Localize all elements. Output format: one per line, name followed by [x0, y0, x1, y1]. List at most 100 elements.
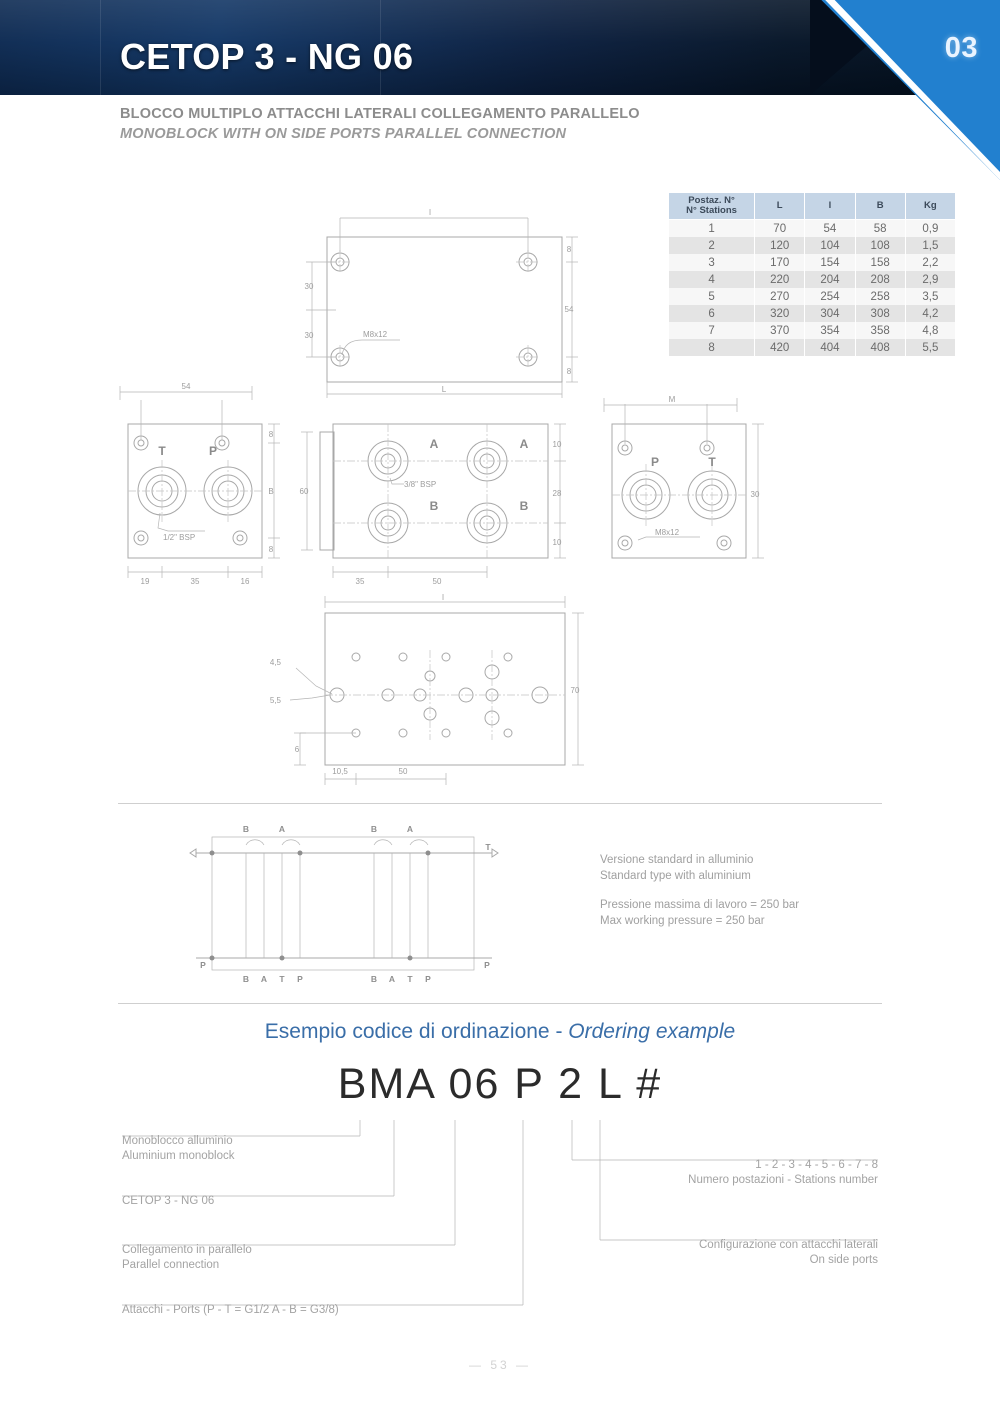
dim-bottom-l: l [442, 593, 444, 602]
schematic-label-B2: B [371, 824, 377, 834]
port-label-B1: B [430, 499, 439, 513]
dim-bottom-50: 50 [399, 767, 408, 776]
cell-stations: 4 [667, 271, 756, 288]
callout-side-ports: Configurazione con attacchi laterali On … [458, 1238, 878, 1268]
cell-B: 358 [854, 322, 906, 339]
cell-stations: 1 [667, 219, 756, 237]
note-front-bsp: 3/8" BSP [404, 480, 436, 489]
dim-bottom-10-5: 10,5 [332, 767, 348, 776]
port-label-T2: T [708, 455, 716, 469]
callout-parallel-it: Collegamento in parallelo [122, 1244, 252, 1256]
cell-Kg: 4,2 [904, 305, 957, 322]
schematic-label-P2: P [425, 974, 431, 984]
dim-top-30a: 30 [305, 282, 314, 291]
footer-page-number: 53 [490, 1358, 510, 1372]
cell-L: 120 [754, 237, 806, 254]
dim-bottom-4-5: 4,5 [270, 658, 282, 667]
col-header-L: L [754, 192, 806, 220]
callout-parallel-en: Parallel connection [122, 1259, 220, 1271]
callout-monoblock-en: Aluminium monoblock [122, 1150, 235, 1162]
drawing-top-view: l L 30 30 8 54 8 M [305, 208, 578, 398]
note-pressure-it: Pressione massima di lavoro = 250 bar [600, 899, 800, 911]
specification-notes: Versione standard in alluminio Standard … [600, 852, 930, 942]
dim-front-10a: 10 [553, 440, 562, 449]
ordering-title: Esempio codice di ordinazione - Ordering… [0, 1020, 1000, 1044]
dim-front-28: 28 [553, 489, 562, 498]
dim-front-60: 60 [300, 487, 309, 496]
port-label-P: P [209, 444, 217, 458]
dim-top-8b: 8 [567, 367, 572, 376]
dim-left-54: 54 [182, 382, 191, 391]
note-left-bsp: 1/2" BSP [163, 533, 195, 542]
cell-stations: 7 [667, 322, 756, 339]
drawing-hydraulic-schematic: B A B A B A T P B A T P P P T [189, 824, 499, 984]
schematic-label-T1: T [279, 974, 285, 984]
port-label-A1: A [430, 437, 439, 451]
dim-front-10b: 10 [553, 538, 562, 547]
dim-top-8a: 8 [567, 245, 572, 254]
cell-B: 208 [854, 271, 906, 288]
dim-right-M: M [669, 395, 676, 404]
cell-l: 204 [804, 271, 856, 288]
port-label-A2: A [520, 437, 529, 451]
note-pressure-en: Max working pressure = 250 bar [600, 915, 765, 927]
cell-B: 408 [854, 339, 906, 356]
cell-L: 220 [754, 271, 806, 288]
ordering-title-en: Ordering example [568, 1020, 736, 1043]
cell-Kg: 0,9 [904, 219, 957, 237]
cell-l: 354 [804, 322, 856, 339]
callout-monoblock-it: Monoblocco alluminio [122, 1135, 233, 1147]
schematic-label-P-left: P [200, 960, 206, 970]
technical-drawings: l L 30 30 8 54 8 M [119, 208, 764, 984]
dim-left-8b: 8 [269, 545, 274, 554]
cell-L: 420 [754, 339, 806, 356]
cell-B: 158 [854, 254, 906, 271]
ordering-leader-lines [122, 1120, 878, 1306]
callout-stations: 1 - 2 - 3 - 4 - 5 - 6 - 7 - 8 Numero pos… [458, 1158, 878, 1188]
schematic-label-B1: B [243, 824, 249, 834]
header-rule-1 [100, 0, 101, 95]
note-version-en: Standard type with aluminium [600, 870, 751, 882]
cell-Kg: 1,5 [904, 237, 957, 254]
callout-monoblock: Monoblocco alluminio Aluminium monoblock [122, 1134, 235, 1164]
col-header-l: l [804, 192, 856, 220]
page-title: CETOP 3 - NG 06 [120, 36, 414, 77]
note-top-m8x12: M8x12 [363, 330, 388, 339]
note-version-it: Versione standard in alluminio [600, 854, 754, 866]
dim-left-8: 8 [269, 430, 274, 439]
dim-right-30: 30 [751, 490, 760, 499]
drawing-bottom-view: 4,5 5,5 l 70 6 [270, 593, 584, 785]
dim-bottom-6: 6 [295, 745, 300, 754]
port-label-B2: B [520, 499, 529, 513]
schematic-label-P-right: P [484, 960, 490, 970]
callout-stations-values: 1 - 2 - 3 - 4 - 5 - 6 - 7 - 8 [755, 1159, 878, 1171]
schematic-label-A1: A [279, 824, 285, 834]
callout-stations-label: Numero postazioni - Stations number [688, 1174, 878, 1186]
cell-Kg: 2,2 [904, 254, 957, 271]
footer-dash-left: — [468, 1358, 484, 1372]
schematic-label-B3: B [243, 974, 249, 984]
cell-B: 308 [854, 305, 906, 322]
schematic-label-P1: P [297, 974, 303, 984]
col-header-stations: Postaz. N° N° Stations [667, 192, 756, 220]
subtitle-italian: BLOCCO MULTIPLO ATTACCHI LATERALI COLLEG… [120, 106, 640, 122]
callout-ports-it: Attacchi - Ports (P - T = G1/2 A - B = G… [122, 1304, 339, 1316]
cell-stations: 6 [667, 305, 756, 322]
ordering-code: BMA 06 P 2 L # [337, 1060, 663, 1108]
dim-left-16: 16 [241, 577, 250, 586]
cell-stations: 2 [667, 237, 756, 254]
cell-Kg: 5,5 [904, 339, 957, 356]
page-footer: — 53 — [0, 1358, 1000, 1372]
cell-L: 170 [754, 254, 806, 271]
cell-l: 304 [804, 305, 856, 322]
schematic-label-B4: B [371, 974, 377, 984]
cell-Kg: 3,5 [904, 288, 957, 305]
port-label-T: T [158, 444, 166, 458]
dim-left-B: B [268, 487, 273, 496]
